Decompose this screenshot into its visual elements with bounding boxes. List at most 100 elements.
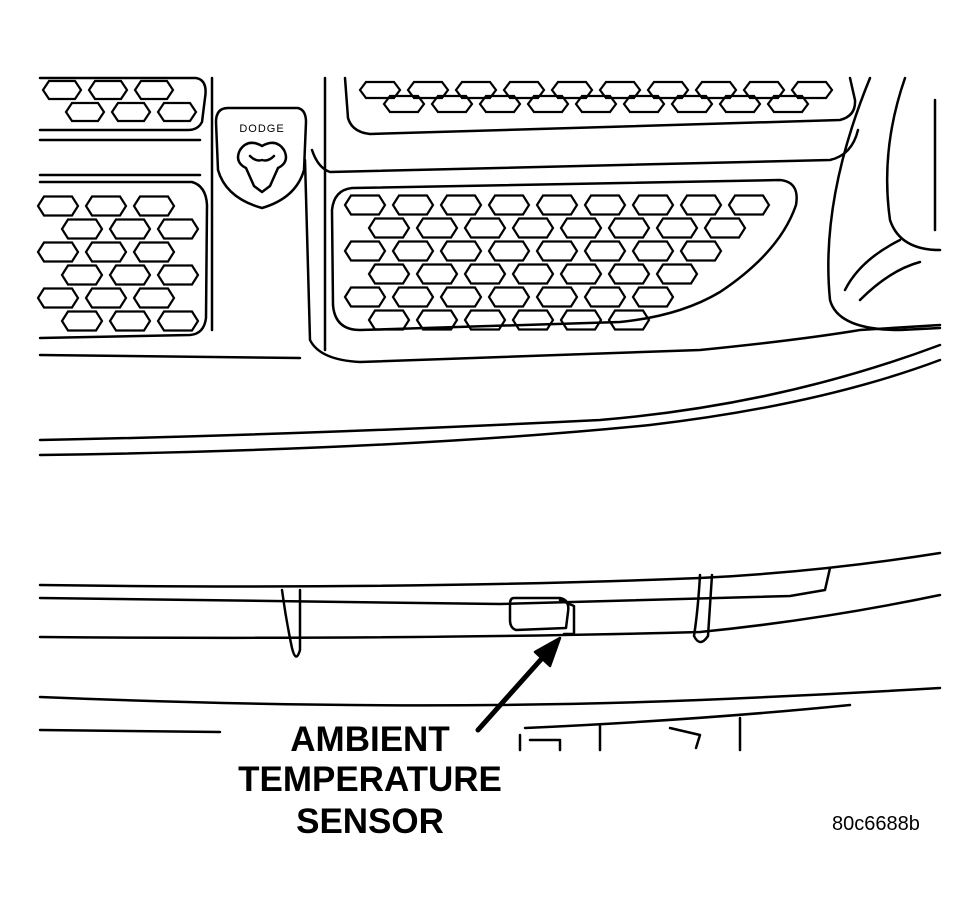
grille-cell xyxy=(367,217,411,239)
grille-cell xyxy=(502,80,546,100)
bumper-lower-edge xyxy=(38,703,852,752)
callout-line-3: SENSOR xyxy=(296,802,444,841)
callout-arrow-line xyxy=(475,652,548,733)
grille-cell xyxy=(703,217,747,239)
grille-cell xyxy=(559,263,603,285)
grille-cell xyxy=(133,79,175,101)
grille-cell xyxy=(655,263,699,285)
grille-cell xyxy=(110,101,152,123)
grille-cell xyxy=(358,80,402,100)
grille-cell xyxy=(430,94,474,114)
grille-cell xyxy=(583,194,627,216)
grille-cell xyxy=(487,194,531,216)
grille-cell xyxy=(559,309,603,331)
grille-cell xyxy=(454,80,498,100)
grille-cell xyxy=(391,240,435,262)
grille-cell xyxy=(84,287,128,309)
grille-cell xyxy=(559,217,603,239)
grille-cell xyxy=(790,80,834,100)
grille-cell xyxy=(343,286,387,308)
grille-cell xyxy=(60,310,104,332)
body-contour xyxy=(310,128,860,174)
grille-cell xyxy=(727,194,771,216)
grille-cell xyxy=(463,263,507,285)
grille-cell xyxy=(156,264,200,286)
grille-cell xyxy=(132,287,176,309)
grille-cell xyxy=(84,241,128,263)
callout-label: AMBIENT TEMPERATURE SENSOR xyxy=(205,720,535,845)
grille-cell xyxy=(367,309,411,331)
grille-cell xyxy=(478,94,522,114)
ram-head-icon xyxy=(236,141,288,194)
grille-cell xyxy=(718,94,762,114)
grille-cell xyxy=(583,240,627,262)
grille-lower-left-frame xyxy=(38,180,209,340)
grille-cell xyxy=(132,195,176,217)
body-contour xyxy=(38,358,942,457)
grille-cell xyxy=(679,240,723,262)
grille-cell xyxy=(607,263,651,285)
grille-cell xyxy=(439,194,483,216)
grille-cell xyxy=(694,80,738,100)
bumper-top-edge xyxy=(38,551,942,588)
grille-upper-left-frame xyxy=(38,76,207,132)
body-contour xyxy=(38,76,942,364)
bumper-lower-edge xyxy=(38,686,942,707)
grille-cell xyxy=(343,194,387,216)
grille-cell xyxy=(108,218,152,240)
figure-id: 80c6688b xyxy=(832,813,920,835)
grille-cell xyxy=(511,217,555,239)
grille-cell xyxy=(415,309,459,331)
grille-cell xyxy=(622,94,666,114)
callout-line-2: TEMPERATURE xyxy=(238,760,502,799)
grille-cell xyxy=(64,101,106,123)
grille-cell xyxy=(156,310,200,332)
body-contour xyxy=(827,76,942,332)
bumper-edge xyxy=(38,566,942,640)
grille-cell xyxy=(631,286,675,308)
grille-cell xyxy=(382,94,426,114)
grille-cell xyxy=(535,286,579,308)
grille-cell xyxy=(679,194,723,216)
grille-lower-middle-frame xyxy=(330,178,798,332)
grille-cell xyxy=(36,287,80,309)
grille-cell xyxy=(84,195,128,217)
grille-cell xyxy=(463,309,507,331)
grille-cell xyxy=(156,218,200,240)
grille-cell xyxy=(550,80,594,100)
grille-cell xyxy=(60,218,104,240)
grille-cell xyxy=(535,240,579,262)
grille-cell xyxy=(132,241,176,263)
grille-cell xyxy=(766,94,810,114)
grille-cell xyxy=(463,217,507,239)
grille-cell xyxy=(583,286,627,308)
grille-cell xyxy=(406,80,450,100)
grille-cell xyxy=(60,264,104,286)
grille-cell xyxy=(108,310,152,332)
grille-cell xyxy=(41,79,83,101)
grille-cell xyxy=(574,94,618,114)
callout-arrow-head xyxy=(533,636,562,668)
grille-cell xyxy=(439,240,483,262)
grille-cell xyxy=(108,264,152,286)
grille-cell xyxy=(87,79,129,101)
grille-cell xyxy=(367,263,411,285)
lower-bracket xyxy=(528,726,702,752)
body-contour xyxy=(38,343,942,442)
grille-cell xyxy=(415,263,459,285)
grille-cell xyxy=(487,240,531,262)
grille-cell xyxy=(631,194,675,216)
grille-cell xyxy=(607,309,651,331)
grille-cell xyxy=(343,240,387,262)
callout-line-1: AMBIENT xyxy=(290,720,450,759)
grille-upper-middle-frame xyxy=(343,76,857,136)
grille-cell xyxy=(607,217,651,239)
svg-text:DODGE: DODGE xyxy=(239,123,284,135)
grille-cell xyxy=(631,240,675,262)
grille-cell xyxy=(36,241,80,263)
grille-cell xyxy=(391,286,435,308)
bumper-tab xyxy=(692,573,714,644)
grille-cell xyxy=(598,80,642,100)
grille-cell xyxy=(487,286,531,308)
